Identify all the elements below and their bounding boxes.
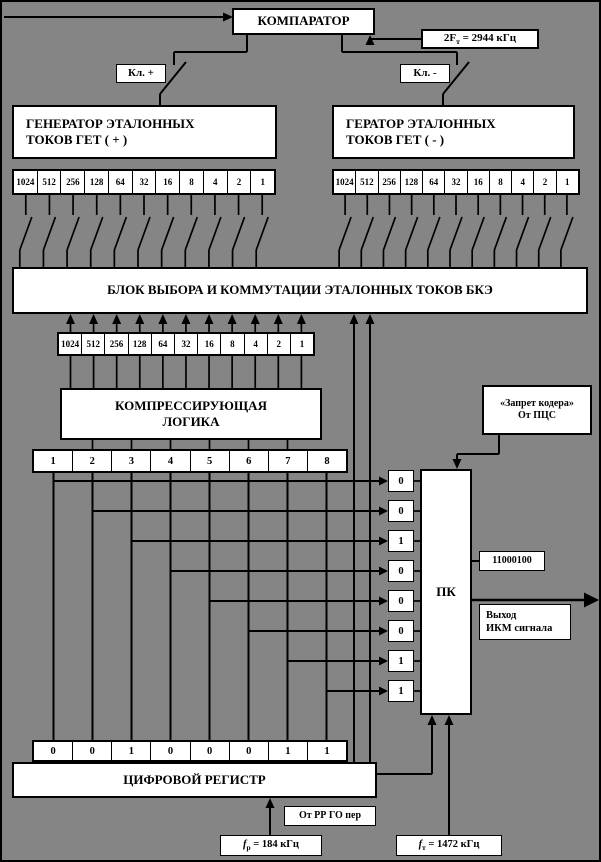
weight-cell: 4	[202, 171, 227, 193]
weight-cell: 64	[422, 171, 445, 193]
weight-cell: 128	[84, 171, 108, 193]
weight-cell: 8	[488, 171, 512, 193]
pk-bit-cell: 0	[388, 620, 414, 642]
digital-register-box: ЦИФРОВОЙ РЕГИСТР	[12, 762, 377, 798]
weight-cell: 1	[555, 171, 578, 193]
generator-plus-box: ГЕНЕРАТОР ЭТАЛОННЫХ ТОКОВ ГЕТ ( + )	[12, 105, 277, 159]
digit-cell: 2	[72, 451, 112, 471]
freq-fp-label: fр = 184 кГц	[220, 835, 322, 856]
weight-cell: 16	[155, 171, 180, 193]
weight-cell: 8	[220, 334, 244, 354]
pk-bit-cell: 1	[388, 680, 414, 702]
weight-cell: 1	[250, 171, 275, 193]
weight-cell: 512	[355, 171, 378, 193]
weight-cell: 1024	[334, 171, 356, 193]
register-bit-cell: 0	[228, 742, 268, 760]
register-bit-cell: 1	[267, 742, 307, 760]
weight-cell: 2	[533, 171, 556, 193]
pk-box: ПК	[420, 469, 472, 715]
weight-cell: 4	[511, 171, 534, 193]
weight-cell: 64	[107, 171, 132, 193]
digit-cell: 6	[228, 451, 268, 471]
weights-row-plus: 1024 512 256 128 64 32 16 8 4 2 1	[12, 169, 276, 195]
weight-cell: 1024	[59, 334, 82, 354]
register-bit-cell: 0	[150, 742, 190, 760]
digit-cell: 7	[267, 451, 307, 471]
clock-2ft-text: 2Fт = 2944 кГц	[443, 31, 517, 46]
pk-bit-cell: 0	[388, 560, 414, 582]
weights-row-mid: 1024 512 256 128 64 32 16 8 4 2 1	[57, 332, 315, 356]
pk-bit-cell: 0	[388, 470, 414, 492]
bke-box: БЛОК ВЫБОРА И КОММУТАЦИИ ЭТАЛОННЫХ ТОКОВ…	[12, 267, 588, 314]
weight-cell: 32	[131, 171, 156, 193]
freq-ft-text: fт = 1472 кГц	[418, 839, 480, 853]
freq-fp-text: fр = 184 кГц	[243, 839, 299, 853]
weight-cell: 8	[179, 171, 203, 193]
weight-cell: 16	[466, 171, 489, 193]
pk-code-label: 11000100	[479, 551, 545, 571]
switch-plus-label: Кл. +	[116, 64, 166, 83]
weight-cell: 256	[104, 334, 128, 354]
register-bit-cell: 0	[72, 742, 112, 760]
digit-cell: 3	[111, 451, 151, 471]
digit-cell: 5	[189, 451, 229, 471]
weight-cell: 2	[226, 171, 251, 193]
pk-bit-cell: 0	[388, 500, 414, 522]
weight-cell: 1024	[14, 171, 37, 193]
pk-bit-cell: 0	[388, 590, 414, 612]
weight-cell: 128	[127, 334, 151, 354]
register-bit-cell: 0	[34, 742, 73, 760]
pk-bit-cell: 1	[388, 530, 414, 552]
digit-cell: 4	[150, 451, 190, 471]
register-bit-cell: 1	[111, 742, 151, 760]
freq-ft-label: fт = 1472 кГц	[396, 835, 502, 856]
weight-cell: 512	[36, 171, 61, 193]
weight-cell: 256	[377, 171, 400, 193]
encoder-inhibit-box: «Запрет кодера» От ПЦС	[482, 385, 592, 435]
weight-cell: 1	[289, 334, 314, 354]
weight-cell: 2	[266, 334, 290, 354]
weights-row-minus: 1024 512 256 128 64 32 16 8 4 2 1	[332, 169, 580, 195]
from-rr-label: От РР ГО пер	[284, 806, 376, 826]
weight-cell: 32	[444, 171, 467, 193]
generator-minus-box: ГЕРАТОР ЭТАЛОННЫХ ТОКОВ ГЕТ ( - )	[332, 105, 575, 159]
register-bit-cell: 0	[189, 742, 229, 760]
weight-cell: 512	[81, 334, 105, 354]
pcm-output-label: Выход ИКМ сигнала	[479, 604, 571, 640]
register-bits-row: 0 0 1 0 0 0 1 1	[32, 740, 348, 762]
compressing-logic-box: КОМПРЕССИРУЮЩАЯ ЛОГИКА	[60, 388, 322, 440]
digit-cell: 1	[34, 451, 73, 471]
pk-bit-cell: 1	[388, 650, 414, 672]
weight-cell: 128	[399, 171, 423, 193]
comparator-box: КОМПАРАТОР	[232, 8, 375, 35]
register-bit-cell: 1	[306, 742, 346, 760]
weight-cell: 16	[197, 334, 221, 354]
clock-2ft-label: 2Fт = 2944 кГц	[421, 29, 539, 49]
switch-minus-label: Кл. -	[400, 64, 450, 83]
weight-cell: 256	[60, 171, 85, 193]
digit-positions-row: 1 2 3 4 5 6 7 8	[32, 449, 348, 473]
weight-cell: 64	[150, 334, 174, 354]
digit-cell: 8	[306, 451, 346, 471]
weight-cell: 32	[173, 334, 198, 354]
weight-cell: 4	[243, 334, 267, 354]
comparator-label: КОМПАРАТОР	[257, 13, 350, 29]
